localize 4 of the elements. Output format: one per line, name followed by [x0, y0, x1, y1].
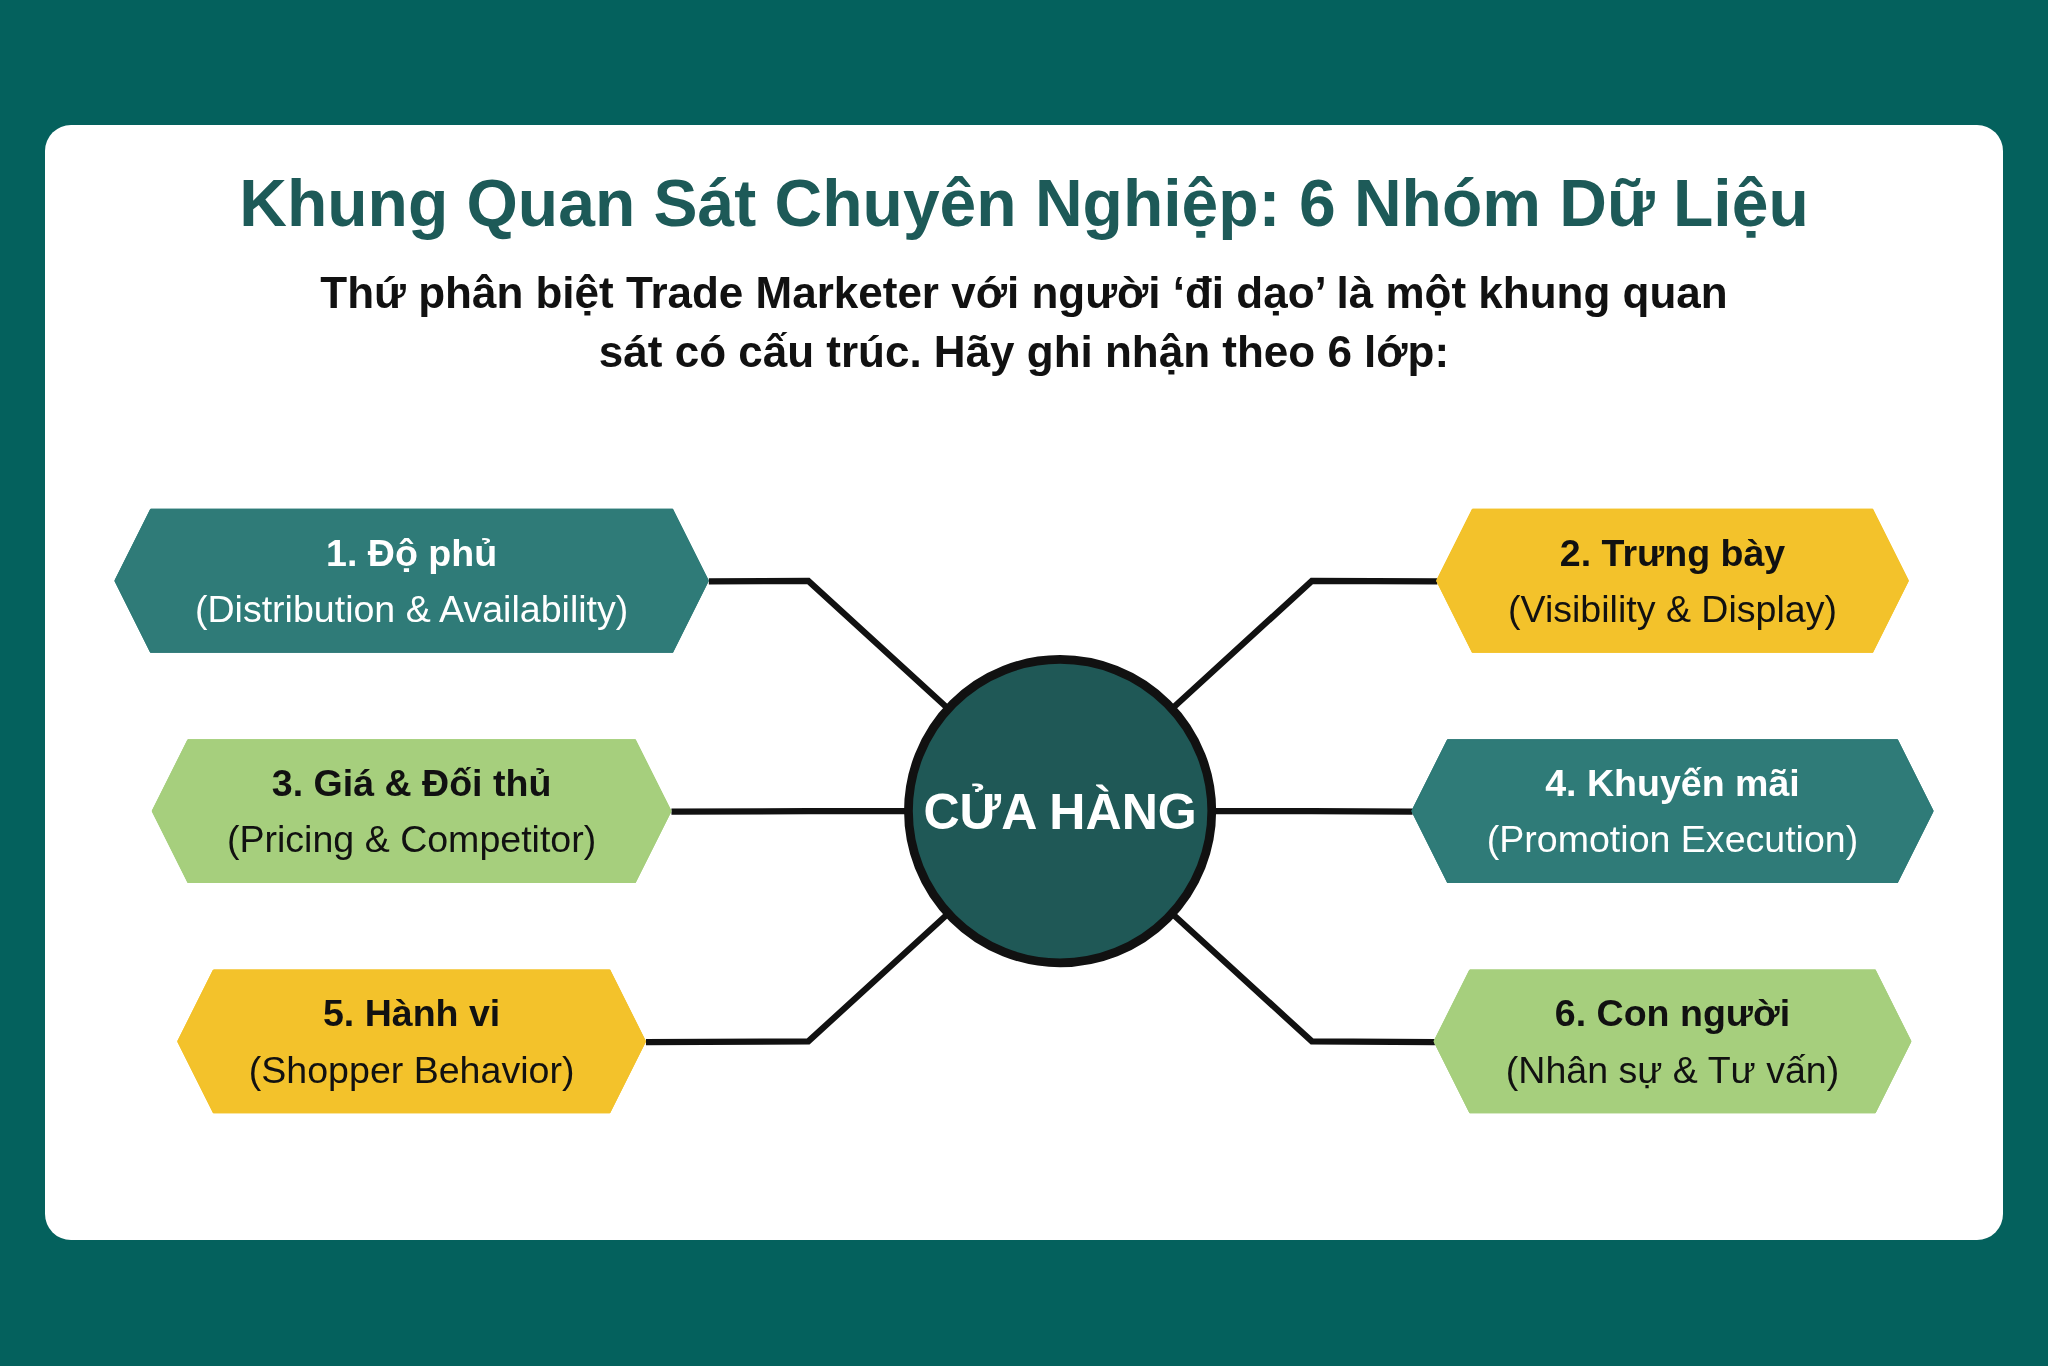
node-circle	[904, 654, 1217, 967]
subtitle-text: Thứ phân biệt Trade Marketer với người ‘đi dạo’ là một khung quan sát có cấu trúc. Hãy ghi nhận theo 6 lớp:	[319, 267, 1729, 379]
title: Khung Quan Sát Chuyên Nghiệp: 6 Nhóm Dữ Liệu	[239, 165, 1809, 241]
content-card: Khung Quan Sát Chuyên Nghiệp: 6 Nhóm Dữ Liệu Thứ phân biệt Trade Marketer với người ‘đi dạo’ là một khung quan sát có cấu trúc. Hãy ghi nhận theo 6 lớp: 1. Độ phủ (Distribution & Availability) 2. Trưng bày (Visibility & Display) 3. Giá & Đối thủ (Pricing & Competitor) CỬA HÀNG 4. Khuyến mãi (Promotion Execution) 5. Hành vi (Shopper Behavior) 6. Con người (Nhân sự & Tư vấn)	[45, 125, 2003, 1240]
